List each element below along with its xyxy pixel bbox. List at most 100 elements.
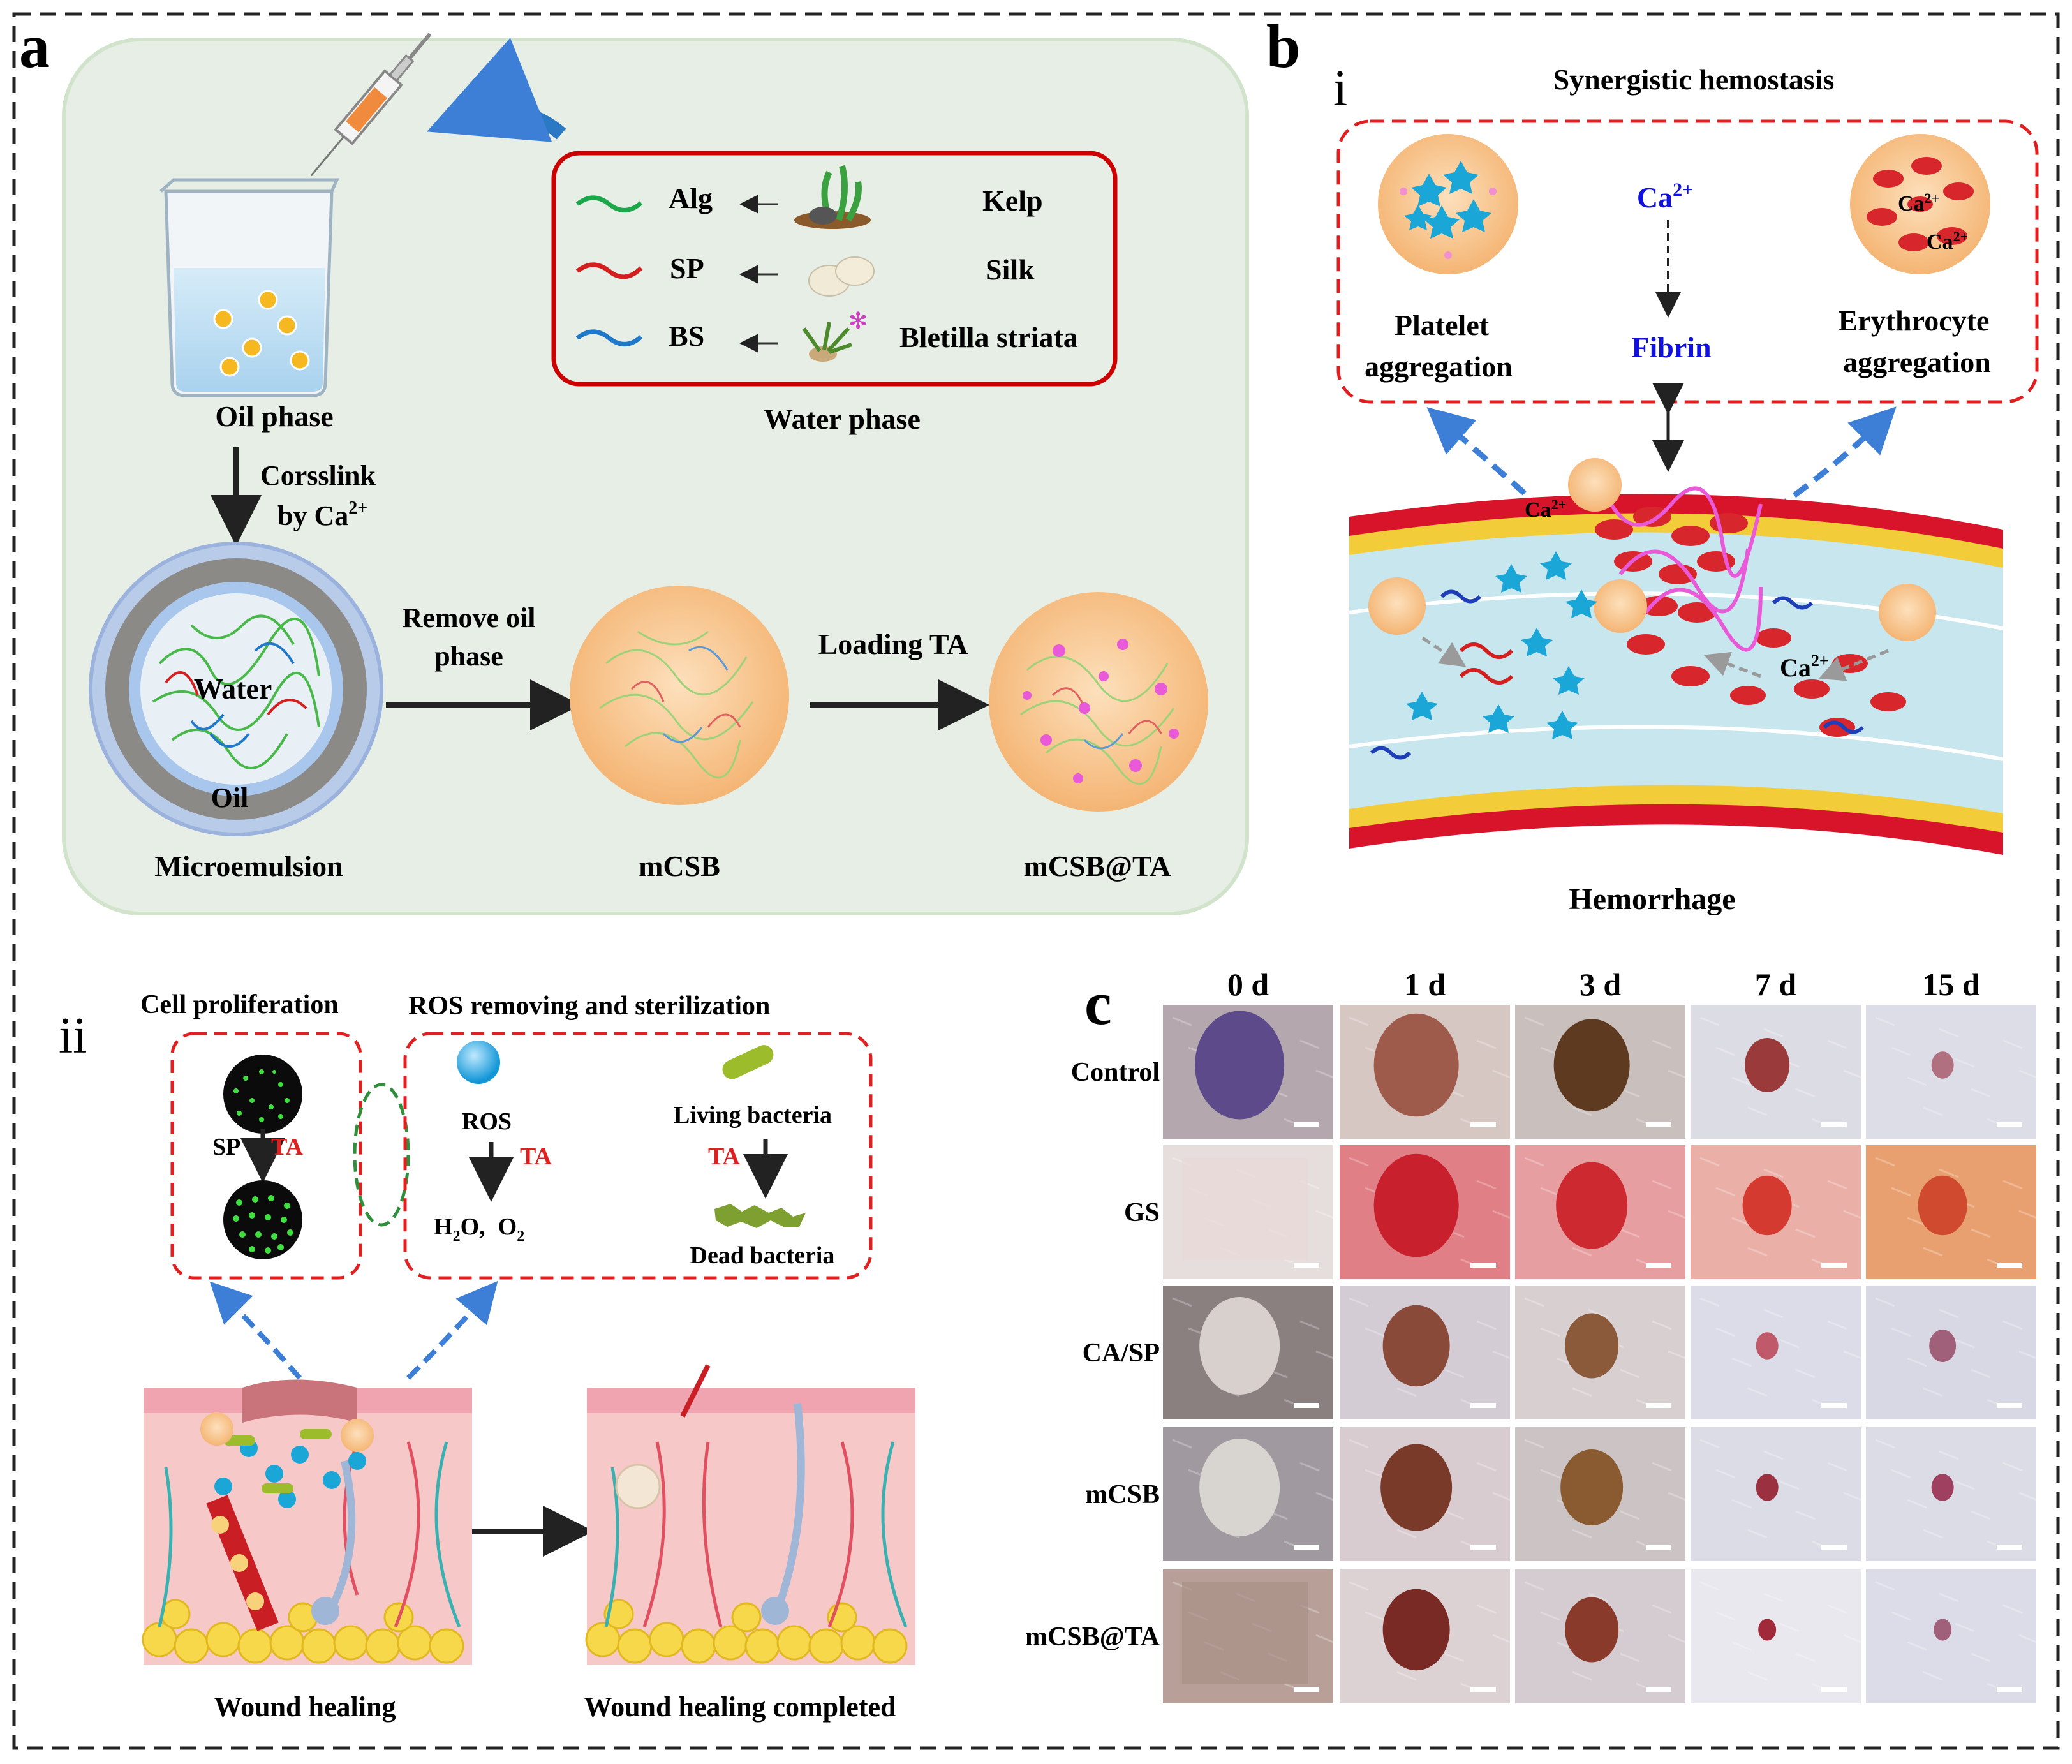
fur-stroke [1939, 1168, 1959, 1178]
erythro-ca-label-2: Ca2+ [1927, 228, 1968, 254]
wound-photo-tile [1163, 1427, 1336, 1561]
day-header: 15 d [1922, 967, 1980, 1002]
fur-stroke [2018, 1492, 2039, 1502]
scale-bar [1997, 1122, 2022, 1127]
fur-stroke [1668, 1210, 1688, 1220]
fur-stroke [1699, 1439, 1720, 1449]
sp-label-b-ii: SP [212, 1134, 241, 1160]
fur-stroke [1315, 1350, 1336, 1360]
fur-stroke [1923, 1671, 1943, 1681]
cell-dots-after [233, 1195, 293, 1254]
fur-stroke [1907, 1641, 1927, 1651]
cell-proliferation-title: Cell proliferation [140, 990, 339, 1019]
scale-bar [1646, 1545, 1671, 1550]
vessel-ca-label: Ca2+ [1780, 651, 1829, 682]
ca-superscript: 2+ [1673, 179, 1693, 200]
wound-photo-tile [1866, 1145, 2039, 1279]
cell-image-before [223, 1055, 302, 1134]
fur-stroke [1731, 1076, 1752, 1086]
fur-stroke [1827, 1039, 1847, 1049]
panel-b-ii: ii Cell proliferation ROS removing and s… [59, 990, 915, 1723]
fur-stroke [1476, 1180, 1497, 1190]
h-text: H [434, 1213, 453, 1240]
scale-bar [1997, 1263, 2022, 1268]
remove-oil-line2: phase [434, 641, 503, 672]
erythro-ca-sup-2: 2+ [1953, 228, 1969, 244]
wound-photo-tile [1340, 1569, 1513, 1703]
panel-label-b: b [1266, 12, 1300, 80]
erythro-ca-text-1: Ca [1898, 192, 1925, 216]
wound-photo-grid [1163, 1005, 2039, 1703]
scale-bar [1470, 1263, 1496, 1268]
synergistic-hemostasis-title: Synergistic hemostasis [1553, 63, 1835, 96]
o-text: O, [461, 1213, 485, 1240]
platelet-aggregate-icon [1378, 134, 1518, 274]
fur-stroke [1747, 1529, 1768, 1539]
day-header: 3 d [1580, 967, 1622, 1002]
hemorrhage-label: Hemorrhage [1569, 882, 1735, 916]
wound-area [1758, 1619, 1777, 1641]
fur-stroke [1172, 1439, 1192, 1449]
dead-bacteria-icon [714, 1204, 806, 1228]
bs-label: BS [669, 320, 704, 352]
sp-label: SP [670, 252, 704, 285]
wound-area [1195, 1011, 1285, 1120]
fur-stroke [2018, 1069, 2039, 1079]
ta-label-proliferation: TA [271, 1134, 304, 1160]
fur-stroke [1715, 1327, 1736, 1337]
remove-oil-line1: Remove oil [403, 602, 536, 634]
kelp-icon [794, 165, 871, 229]
blood-clot-icon [1568, 458, 1906, 737]
fur-stroke [1795, 1510, 1816, 1520]
fur-stroke [2002, 1462, 2023, 1472]
wound-photo-tile [1515, 1145, 1688, 1279]
wound-area [1199, 1439, 1280, 1536]
fur-stroke [2002, 1039, 2023, 1049]
crosslink-line1: Corsslink [260, 460, 376, 491]
fur-stroke [1349, 1439, 1369, 1449]
living-bacteria-label: Living bacteria [674, 1102, 832, 1129]
fur-stroke [1588, 1308, 1608, 1319]
panel-label-b-ii: ii [59, 1008, 87, 1064]
scale-bar [1997, 1403, 2022, 1408]
fur-stroke [1315, 1492, 1336, 1502]
fur-stroke [1540, 1469, 1560, 1479]
fur-stroke [1731, 1641, 1752, 1651]
fur-stroke [1971, 1652, 1991, 1663]
fur-stroke [1891, 1046, 1911, 1056]
fur-stroke [1652, 1462, 1672, 1472]
wound-photo-tile [1340, 1427, 1513, 1561]
fur-stroke [1652, 1604, 1672, 1614]
bletilla-striata-icon: ✻ [802, 308, 868, 362]
fur-stroke [1923, 1247, 1943, 1257]
component-row-alg: Alg Kelp [575, 165, 1043, 229]
wound-photo-tile [1691, 1427, 1863, 1561]
ros-ball-icon [457, 1041, 500, 1084]
fur-stroke [1763, 1592, 1784, 1603]
wound-area [1931, 1051, 1954, 1079]
fur-stroke [1891, 1611, 1911, 1621]
fur-stroke [1843, 1492, 1863, 1502]
scale-bar [1294, 1263, 1319, 1268]
fur-stroke [1652, 1320, 1672, 1330]
crosslink-text: by Ca [278, 500, 348, 531]
fur-stroke [1699, 1297, 1720, 1307]
fur-stroke [1731, 1357, 1752, 1367]
fur-stroke [1827, 1180, 1847, 1190]
fur-stroke [1763, 1168, 1784, 1178]
fur-stroke [1763, 1028, 1784, 1038]
fur-stroke [1907, 1076, 1927, 1086]
wound-photo-tile [1691, 1286, 1863, 1419]
fur-stroke [2018, 1634, 2039, 1644]
wound-area [1918, 1175, 1967, 1236]
fur-stroke [1572, 1387, 1592, 1397]
scale-bar [1294, 1687, 1319, 1692]
fur-stroke [1620, 1228, 1640, 1238]
wound-area [1745, 1038, 1790, 1092]
bs-wave-2 [1772, 596, 1814, 610]
gray-arrow-1 [1421, 636, 1467, 667]
platelet-aggregation-line2: aggregation [1365, 350, 1513, 383]
skin-wound-diagram [142, 1379, 472, 1665]
water-oxygen-label: H2O,O2 [434, 1213, 524, 1245]
